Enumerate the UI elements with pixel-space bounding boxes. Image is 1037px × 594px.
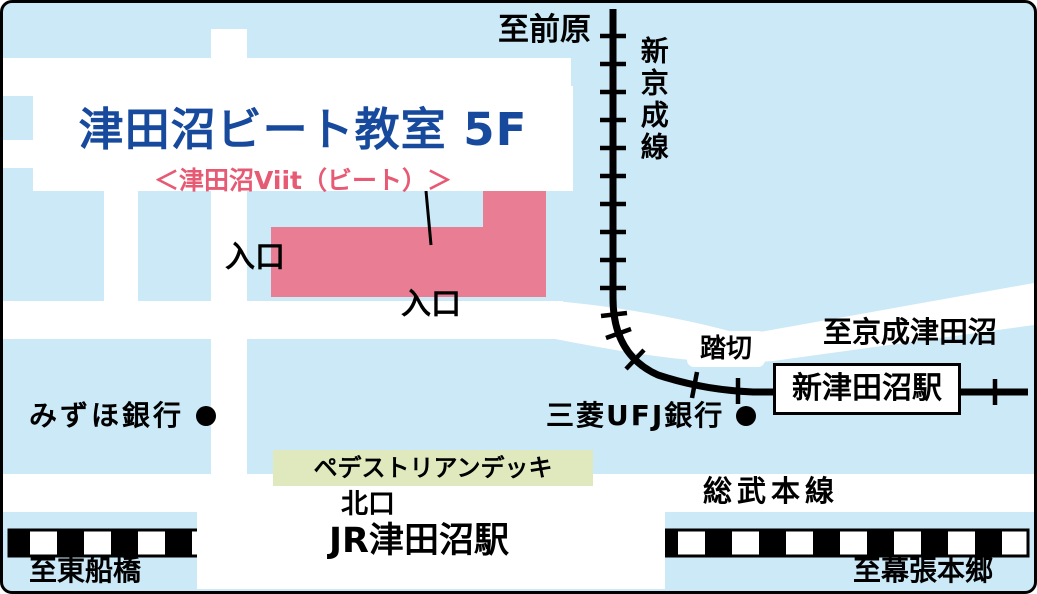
mufg-bank-label: 三菱UFJ銀行 [546, 399, 725, 432]
classroom-title: 津田沼ビート教室 5F [78, 103, 528, 156]
railway-label-shinkeisei: 新京成線 [636, 36, 670, 164]
callout-leader-line [424, 190, 433, 246]
mizuho-bank-landmark: みずほ銀行 [29, 399, 217, 432]
jr-tsudanuma-station-label: JR津田沼駅 [329, 521, 509, 561]
mufg-bank-dot-icon [736, 406, 757, 427]
shinkeisei-railway-ticks [600, 33, 998, 405]
mizuho-bank-dot-icon [196, 406, 217, 427]
entrance-label-bottom: 入口 [401, 287, 461, 322]
road-curve-to-keisei [555, 283, 1034, 363]
classroom-callout-box: 津田沼ビート教室 5F ＜津田沼Viit（ビート）＞ [33, 86, 573, 195]
shin-tsudanuma-station-box: 新津田沼駅 [773, 363, 961, 415]
railway-label-sobu: 総武本線 [703, 474, 840, 508]
railroad-crossing-label: 踏切 [687, 331, 765, 367]
mizuho-bank-label: みずほ銀行 [29, 399, 185, 432]
mufg-bank-landmark: 三菱UFJ銀行 [546, 399, 757, 432]
target-building [271, 191, 546, 297]
pedestrian-deck-box: ペデストリアンデッキ [273, 450, 593, 486]
direction-label-higashi-funabashi: 至東船橋 [29, 554, 142, 587]
north-exit-label: 北口 [341, 489, 395, 520]
road-mid-horizontal [3, 301, 563, 339]
shinkeisei-railway-line [609, 9, 1028, 396]
classroom-subtitle: ＜津田沼Viit（ビート）＞ [154, 166, 452, 195]
direction-label-maebara: 至前原 [498, 12, 591, 48]
entrance-label-left: 入口 [225, 240, 285, 275]
jr-tsudanuma-station-box [197, 501, 665, 589]
direction-label-keisei-tsudanuma: 至京成津田沼 [823, 315, 998, 349]
direction-label-makuhari-hongo: 至幕張本郷 [853, 554, 994, 587]
